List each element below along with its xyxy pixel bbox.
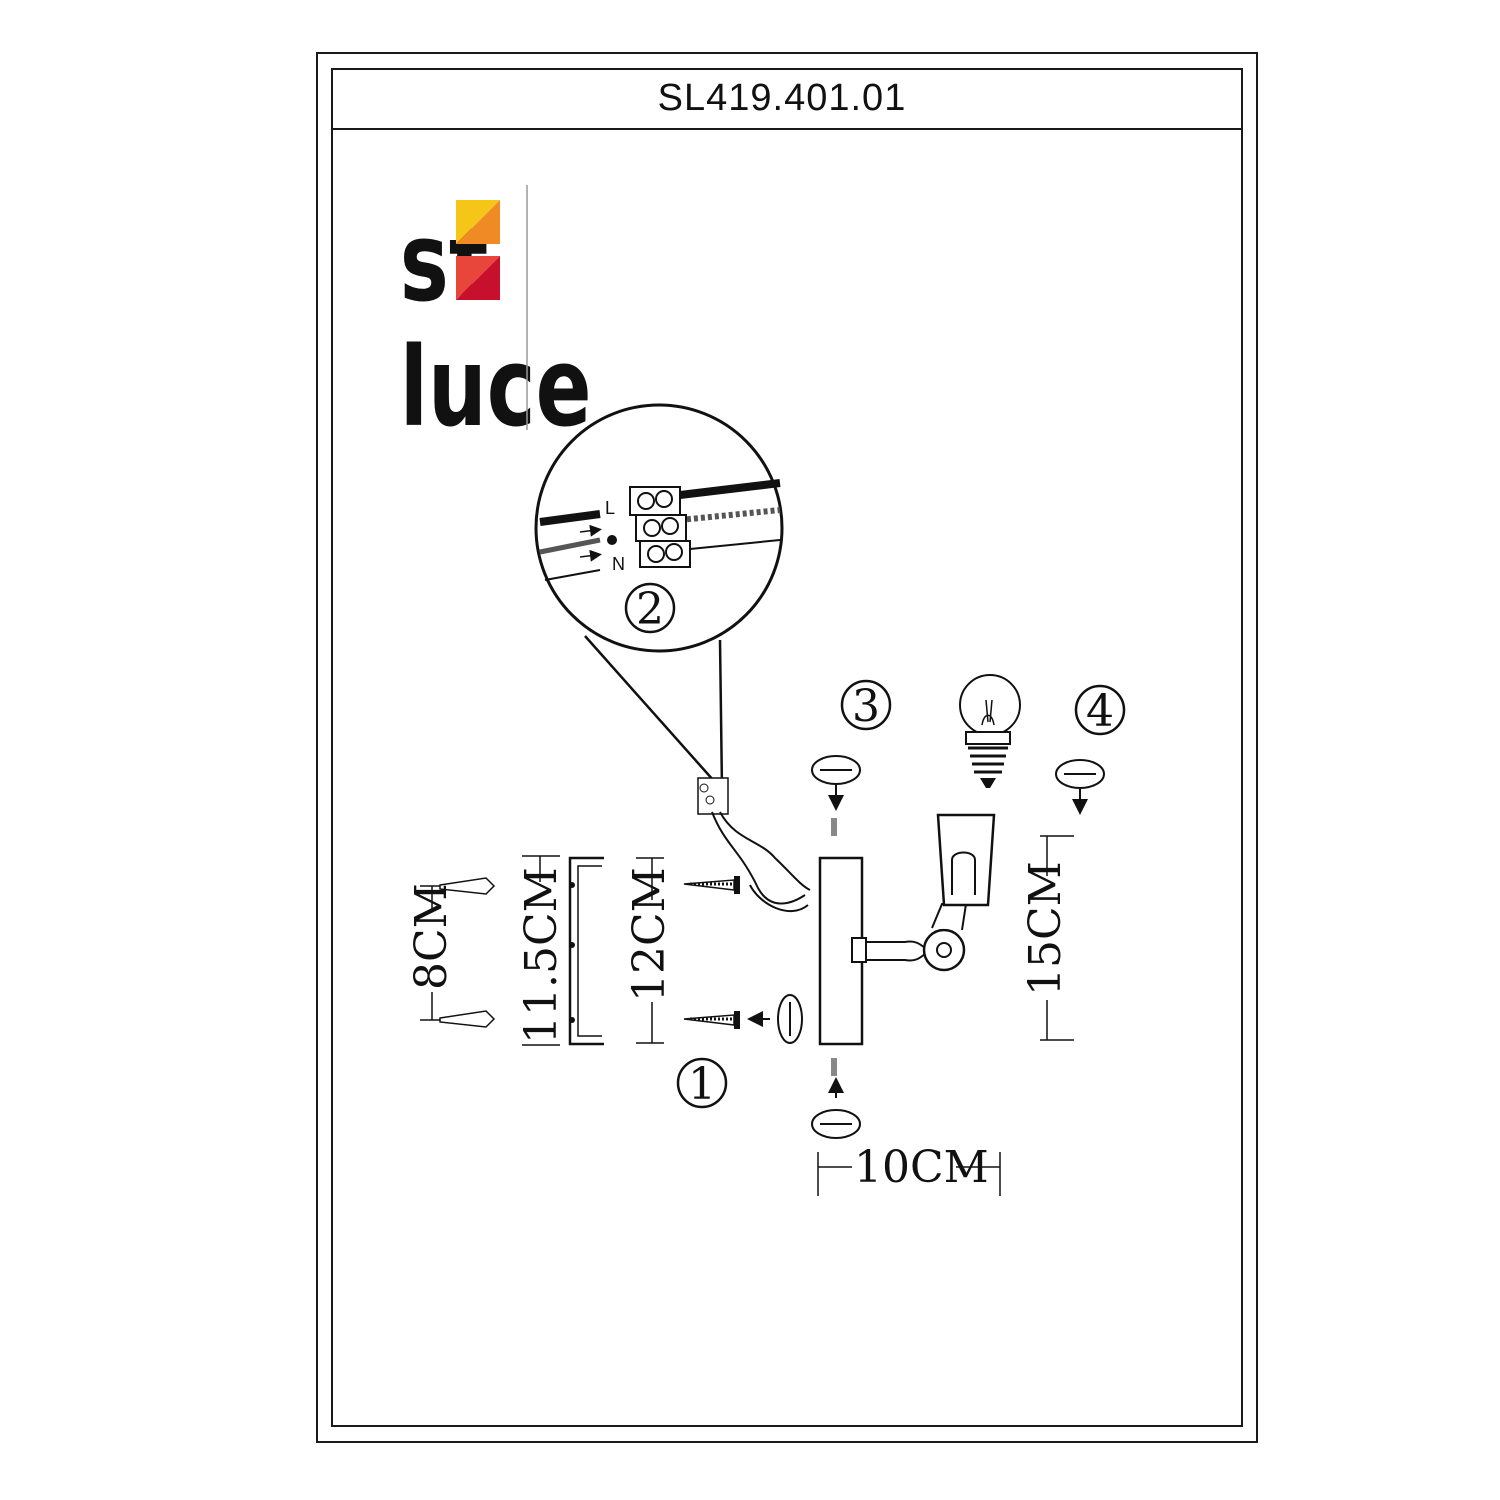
logo-text-bottom: luce	[400, 323, 592, 451]
dim-15cm: 15CM	[1020, 835, 1074, 1041]
dim-11-5cm-label: 11.5CM	[516, 867, 567, 1044]
small-screw-top	[831, 818, 837, 836]
dim-12cm: 12CM	[624, 857, 675, 1044]
outer-frame	[316, 52, 1258, 1443]
step-1: 1	[676, 1057, 728, 1110]
step-4-label: 4	[1086, 686, 1114, 737]
dim-8cm-label: 8CM	[406, 883, 457, 990]
dim-11-5cm: 11.5CM	[516, 855, 567, 1046]
step-3-label: 3	[852, 681, 880, 732]
small-screw-bottom	[831, 1058, 837, 1076]
wiring-detail: L N 2	[534, 403, 784, 791]
lamp-arm	[851, 903, 968, 972]
detail-pointer	[584, 635, 724, 791]
step-1-label: 1	[688, 1059, 716, 1110]
dowel-icon	[439, 877, 496, 1028]
title-bar: SL419.401.01	[331, 68, 1243, 130]
mounting-bracket	[568, 856, 604, 1046]
mini-terminal	[697, 777, 811, 912]
step-4: 4	[1074, 684, 1126, 737]
brand-logo: st luce	[400, 185, 592, 451]
terminal-label-n: N	[612, 554, 625, 574]
dim-10cm-label: 10CM	[854, 1142, 989, 1193]
socket-icon	[936, 813, 996, 907]
screw-icon	[683, 876, 740, 1029]
terminal-label-l: L	[605, 498, 615, 518]
step-3: 3	[840, 679, 892, 732]
model-number: SL419.401.01	[657, 76, 907, 119]
bulb-icon	[959, 674, 1021, 788]
ground-symbol	[607, 535, 617, 545]
dim-10cm: 10CM	[817, 1142, 1001, 1196]
dim-8cm: 8CM	[406, 883, 457, 1021]
rotate-arrow-icon	[747, 755, 1105, 1139]
dim-12cm-label: 12CM	[624, 867, 675, 1002]
dim-15cm-label: 15CM	[1020, 861, 1071, 996]
logo-orange-triangle	[456, 200, 500, 244]
inner-frame	[331, 68, 1243, 1427]
terminal-block-icon	[629, 486, 691, 568]
step-2-label: 2	[636, 584, 664, 635]
logo-darkred-triangle	[456, 256, 500, 300]
